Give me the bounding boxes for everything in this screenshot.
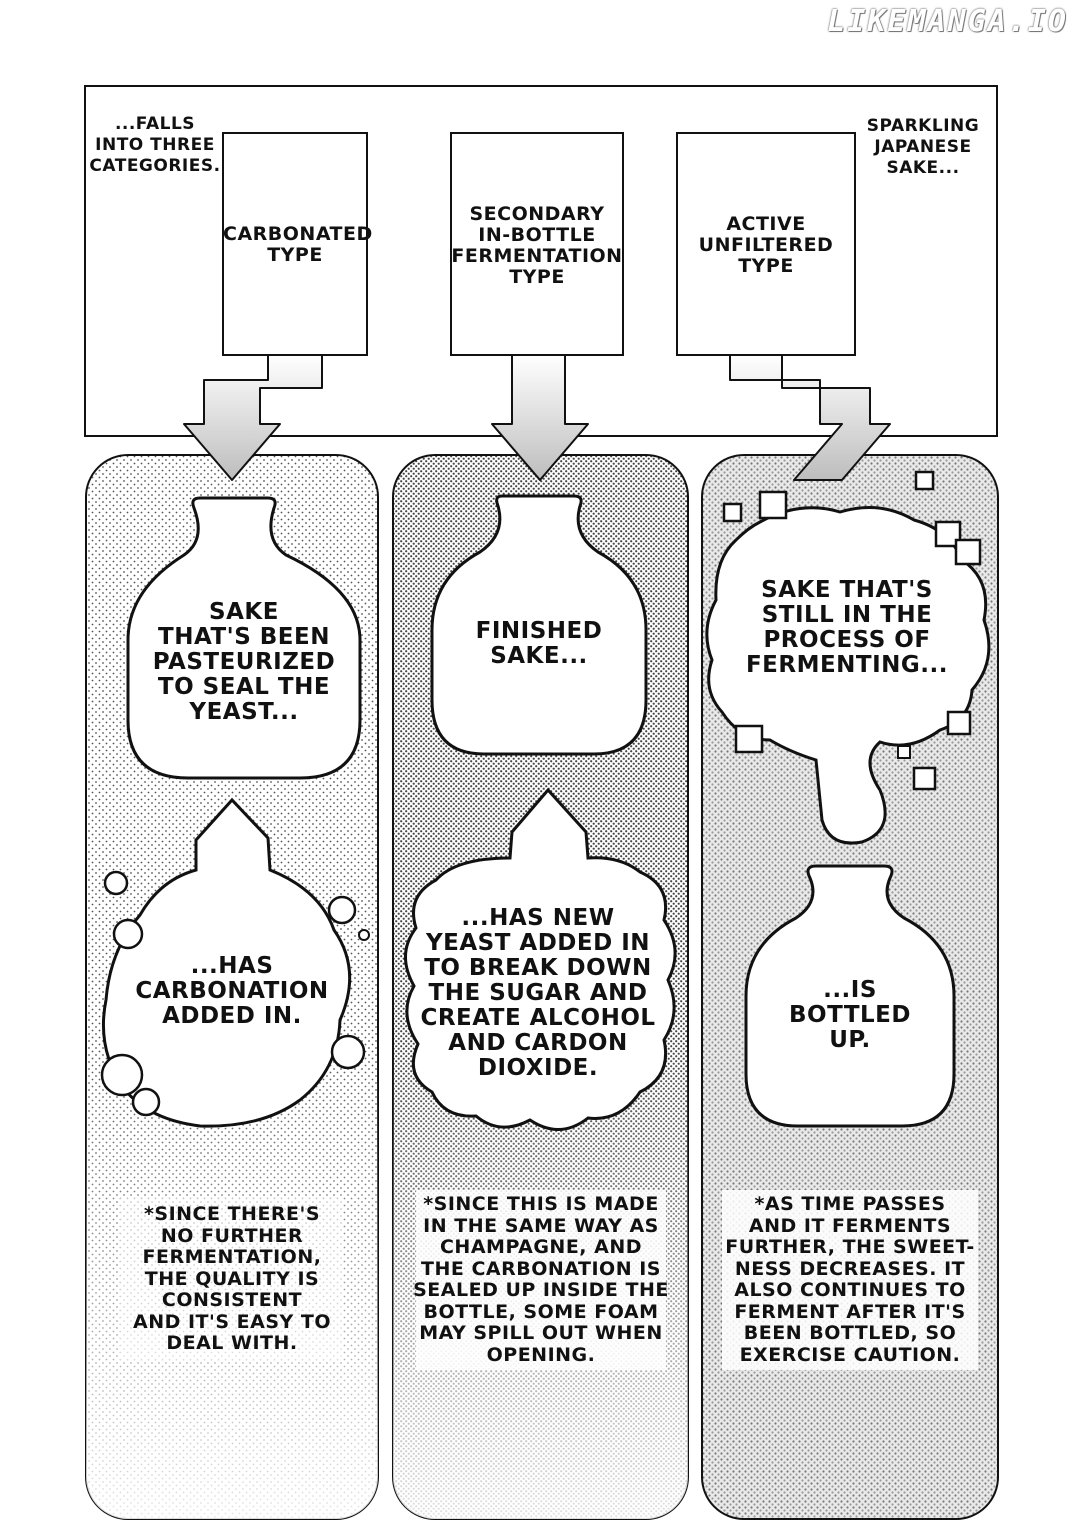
category-box-2 [450, 132, 624, 356]
square-bubble [914, 470, 935, 491]
bottle-bubble-1 [126, 496, 362, 780]
intro-right-caption: SPARKLING JAPANESE SAKE... [866, 116, 980, 178]
watermark: LIKEMANGA.IO [827, 4, 1068, 39]
arrow-1 [183, 354, 323, 481]
square-bubble [954, 538, 982, 566]
note-carbonated: *SINCE THERE'S NO FURTHER FERMENTATION, … [133, 1203, 331, 1354]
bubble-circle [358, 929, 370, 941]
category-box-1 [222, 132, 368, 356]
arrow-3 [729, 354, 891, 481]
square-bubble [897, 745, 911, 759]
square-bubble [734, 724, 764, 754]
bubble-circle [330, 1034, 366, 1070]
arrow-2 [491, 354, 589, 481]
category-label-carbonated: CARBONATED TYPE [223, 223, 373, 266]
bubble-circle [131, 1087, 161, 1117]
bubble-circle [327, 895, 357, 925]
note-secondary-fermentation: *SINCE THIS IS MADE IN THE SAME WAY AS C… [413, 1193, 669, 1366]
intro-left-caption: ...FALLS INTO THREE CATEGORIES. [89, 114, 221, 176]
bubble-circle [103, 870, 129, 896]
bubble-circle [112, 918, 144, 950]
category-box-3 [676, 132, 856, 356]
category-label-secondary-fermentation: SECONDARY IN-BOTTLE FERMENTATION TYPE [451, 203, 623, 288]
bottle-bubble-2 [430, 494, 648, 756]
step1-text-carbonated: SAKE THAT'S BEEN PASTEURIZED TO SEAL THE… [152, 599, 336, 725]
category-label-active-unfiltered: ACTIVE UNFILTERED TYPE [698, 213, 834, 277]
note-active-unfiltered: *AS TIME PASSES AND IT FERMENTS FURTHER,… [725, 1193, 975, 1366]
step2-text-secondary-fermentation: ...HAS NEW YEAST ADDED IN TO BREAK DOWN … [420, 905, 656, 1081]
square-bubble [946, 710, 972, 736]
step1-text-secondary-fermentation: FINISHED SAKE... [475, 618, 603, 669]
step1-text-active-unfiltered: SAKE THAT'S STILL IN THE PROCESS OF FERM… [745, 577, 949, 678]
bottle-bubble-3 [744, 864, 956, 1128]
square-bubble [722, 502, 743, 523]
square-bubble [758, 490, 788, 520]
step2-text-active-unfiltered: ...IS BOTTLED UP. [789, 977, 911, 1053]
cloud-bubble-2 [404, 787, 677, 1131]
bubble-circle [100, 1053, 144, 1097]
step2-text-carbonated: ...HAS CARBONATION ADDED IN. [135, 953, 329, 1029]
square-bubble [912, 766, 937, 791]
